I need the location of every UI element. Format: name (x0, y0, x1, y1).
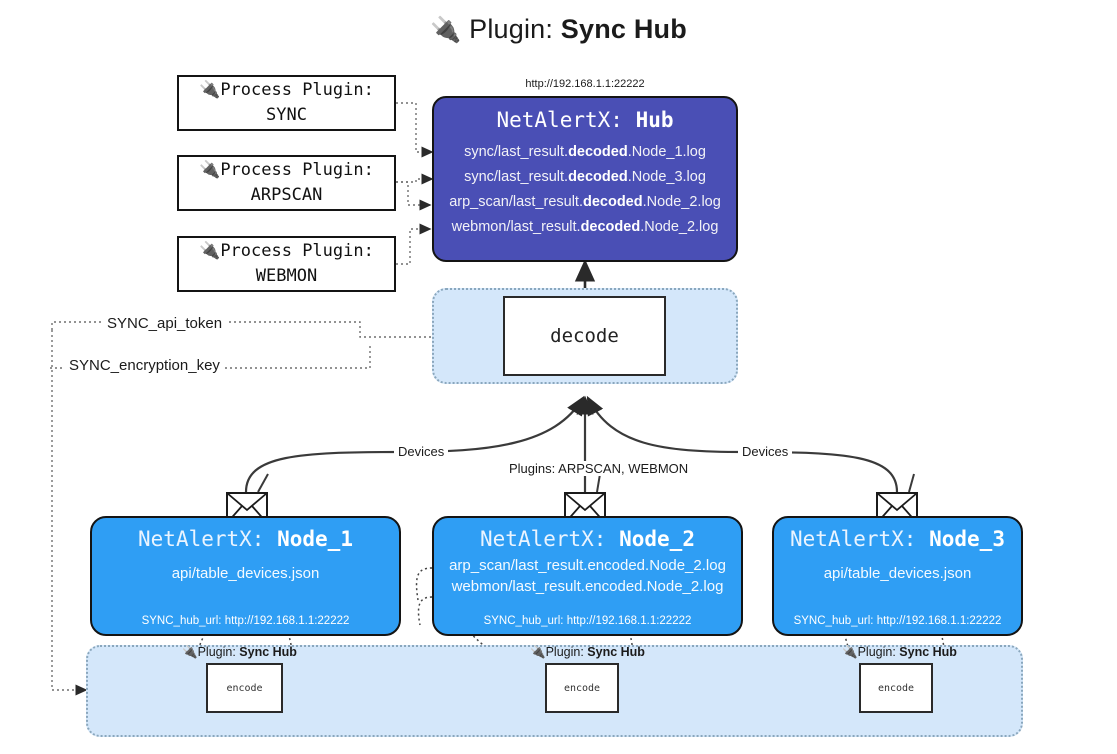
decode-label: decode (550, 325, 619, 347)
process-plugin-name: WEBMON (255, 266, 318, 286)
plug-icon: 🔌 (430, 16, 462, 44)
node-footer: SYNC_hub_url: http://192.168.1.1:22222 (793, 615, 1002, 627)
process-plugin-label: Process Plugin: (220, 241, 374, 262)
hub-log-line: sync/last_result.decoded.Node_1.log (464, 144, 706, 160)
node-box-node-3[interactable]: NetAlertX: Node_3 api/table_devices.json… (772, 516, 1023, 636)
encode-label: encode (226, 682, 263, 694)
edge-label-devices-right: Devices (738, 444, 793, 459)
plug-icon: 🔌 (199, 80, 221, 101)
sync-encryption-key-label: SYNC_encryption_key (64, 357, 225, 374)
edge-label-devices-left: Devices (394, 444, 449, 459)
encode-caption: 🔌Plugin: Sync Hub (842, 645, 957, 659)
process-plugin-sync[interactable]: 🔌Process Plugin: SYNC (177, 75, 396, 131)
hub-url-label: http://192.168.1.1:22222 (525, 78, 645, 90)
title-prefix: Plugin: (469, 14, 554, 44)
node-footer: SYNC_hub_url: http://192.168.1.1:22222 (483, 615, 692, 627)
plug-icon: 🔌 (842, 645, 858, 659)
plug-icon: 🔌 (199, 241, 221, 262)
decode-box[interactable]: decode (503, 296, 666, 376)
plug-icon: 🔌 (182, 645, 198, 659)
process-plugin-label: Process Plugin: (220, 80, 374, 101)
node-title: NetAlertX: Node_1 (138, 527, 353, 551)
node-resource-line: webmon/last_result.encoded.Node_2.log (451, 578, 724, 595)
hub-box[interactable]: NetAlertX: Hub sync/last_result.decoded.… (432, 96, 738, 262)
encode-label: encode (877, 682, 915, 694)
node-resource-line: arp_scan/last_result.encoded.Node_2.log (449, 557, 726, 574)
title-name: Sync Hub (560, 14, 687, 44)
node-title: NetAlertX: Node_3 (790, 527, 1005, 551)
process-plugin-webmon[interactable]: 🔌Process Plugin: WEBMON (177, 236, 396, 292)
plug-icon: 🔌 (530, 645, 546, 659)
encode-box-2[interactable]: encode (545, 663, 619, 713)
node-footer: SYNC_hub_url: http://192.168.1.1:22222 (141, 615, 350, 627)
process-plugin-label: Process Plugin: (220, 160, 374, 181)
sync-api-token-label: SYNC_api_token (102, 315, 228, 332)
node-title: NetAlertX: Node_2 (480, 527, 695, 551)
process-plugin-name: SYNC (266, 105, 307, 125)
node-box-node-2[interactable]: NetAlertX: Node_2 arp_scan/last_result.e… (432, 516, 743, 636)
encode-box-3[interactable]: encode (859, 663, 933, 713)
edge-label-plugins-center: Plugins: ARPSCAN, WEBMON (505, 461, 693, 476)
node-box-node-1[interactable]: NetAlertX: Node_1 api/table_devices.json… (90, 516, 401, 636)
hub-log-line: arp_scan/last_result.decoded.Node_2.log (449, 193, 721, 210)
encode-caption: 🔌Plugin: Sync Hub (182, 645, 297, 659)
page-title: 🔌 Plugin: Sync Hub (0, 14, 1117, 45)
encode-caption: 🔌Plugin: Sync Hub (530, 645, 645, 659)
encode-label: encode (563, 682, 601, 694)
node-resource-line: api/table_devices.json (171, 565, 320, 582)
plug-icon: 🔌 (199, 160, 221, 181)
process-plugin-name: ARPSCAN (250, 185, 323, 205)
hub-log-line: webmon/last_result.decoded.Node_2.log (451, 218, 719, 235)
encode-box-1[interactable]: encode (206, 663, 283, 713)
hub-title: NetAlertX: Hub (496, 108, 674, 132)
node-resource-line: api/table_devices.json (823, 565, 972, 582)
process-plugin-arpscan[interactable]: 🔌Process Plugin: ARPSCAN (177, 155, 396, 211)
hub-log-line: sync/last_result.decoded.Node_3.log (464, 168, 706, 185)
